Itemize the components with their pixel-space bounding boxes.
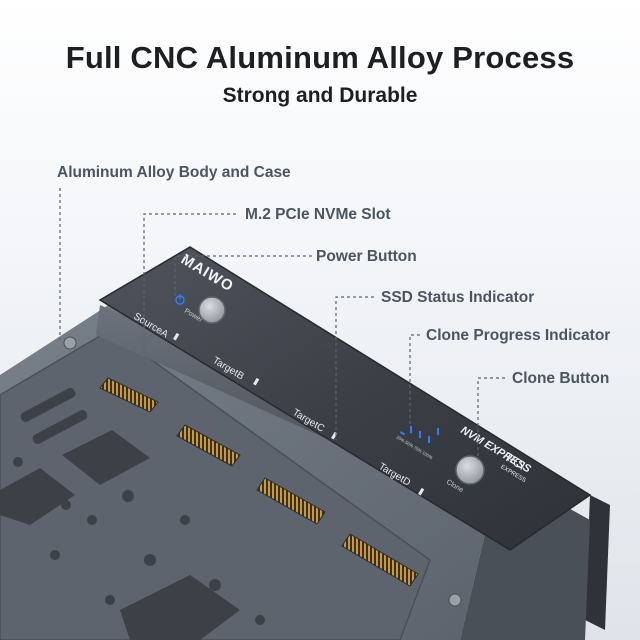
page-subtitle: Strong and Durable — [222, 84, 418, 107]
progress-labels: 25% 50% 75% 100% — [395, 435, 433, 461]
callout-clone-button: Clone Button — [512, 370, 610, 387]
svg-text:100%: 100% — [421, 450, 433, 460]
page-title: Full CNC Aluminum Alloy Process — [65, 40, 575, 75]
leader-lines — [59, 188, 505, 460]
clone-button[interactable] — [455, 455, 485, 485]
svg-text:75%: 75% — [413, 445, 423, 454]
nvme-connectors — [99, 377, 419, 587]
power-button[interactable] — [198, 296, 226, 324]
svg-text:25%: 25% — [395, 435, 405, 444]
callout-body-case: Aluminum Alloy Body and Case — [57, 164, 291, 181]
tray-recess — [0, 329, 431, 640]
callout-clone-progress: Clone Progress Indicator — [426, 327, 611, 344]
svg-text:50%: 50% — [404, 440, 414, 449]
callout-nvme-slot: M.2 PCIe NVMe Slot — [245, 206, 391, 223]
power-icon — [175, 294, 185, 305]
callout-power-button: Power Button — [316, 248, 417, 265]
callout-ssd-status: SSD Status Indicator — [381, 289, 535, 306]
clone-progress-indicator — [399, 426, 439, 443]
tray-holes — [0, 387, 265, 640]
